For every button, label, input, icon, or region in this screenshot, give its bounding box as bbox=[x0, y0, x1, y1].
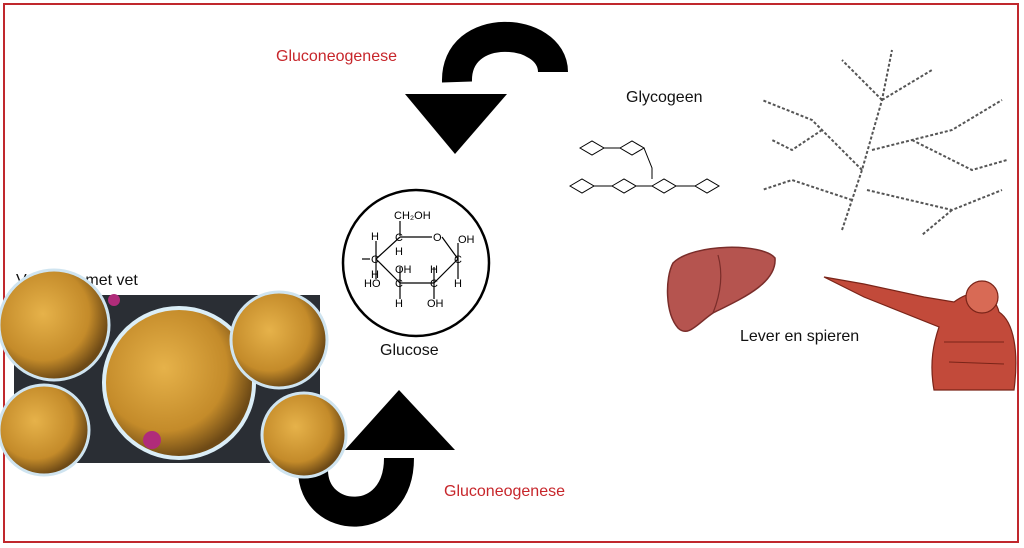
h-c4-text: H bbox=[371, 269, 379, 281]
glucose-label: Glucose bbox=[380, 342, 439, 359]
gluconeogenese-top-label: Gluconeogenese bbox=[276, 48, 397, 65]
h-c1-text: H bbox=[454, 278, 462, 290]
lever-spieren-label: Lever en spieren bbox=[740, 328, 860, 345]
ch2oh-text: CH₂OH bbox=[394, 210, 431, 222]
top-cycle-arrow bbox=[405, 21, 568, 154]
c3-text: C bbox=[395, 278, 403, 290]
gluconeogenese-bottom-label: Gluconeogenese bbox=[444, 483, 565, 500]
h-c5b-text: H bbox=[395, 246, 403, 258]
glucose-structure: CH₂OH O C H H C H HO OH C H H C OH OH C … bbox=[341, 188, 491, 338]
oh-c1-text: OH bbox=[458, 234, 475, 246]
h-c3-text: H bbox=[395, 298, 403, 310]
h-c5-text: H bbox=[371, 231, 379, 243]
c1-text: C bbox=[395, 232, 403, 244]
glycogen-chain-image bbox=[569, 140, 720, 194]
oh-c3-text: OH bbox=[395, 264, 412, 276]
c4-text: C bbox=[371, 254, 379, 266]
diagram-frame bbox=[3, 3, 1019, 543]
oh-c2-text: OH bbox=[427, 298, 444, 310]
c2-text: C bbox=[430, 278, 438, 290]
fat-cells-image bbox=[0, 268, 348, 479]
liver-image bbox=[666, 246, 776, 333]
bottom-cycle-arrow bbox=[298, 390, 455, 527]
ring-o-text: O bbox=[433, 232, 442, 244]
glycogeen-label: Glycogeen bbox=[626, 89, 703, 106]
muscle-figure-image bbox=[823, 276, 1017, 391]
ho-text: HO bbox=[364, 278, 381, 290]
c1b-text: C bbox=[454, 254, 462, 266]
branched-glycogen-image bbox=[761, 49, 1008, 236]
h-c2-text: H bbox=[430, 264, 438, 276]
